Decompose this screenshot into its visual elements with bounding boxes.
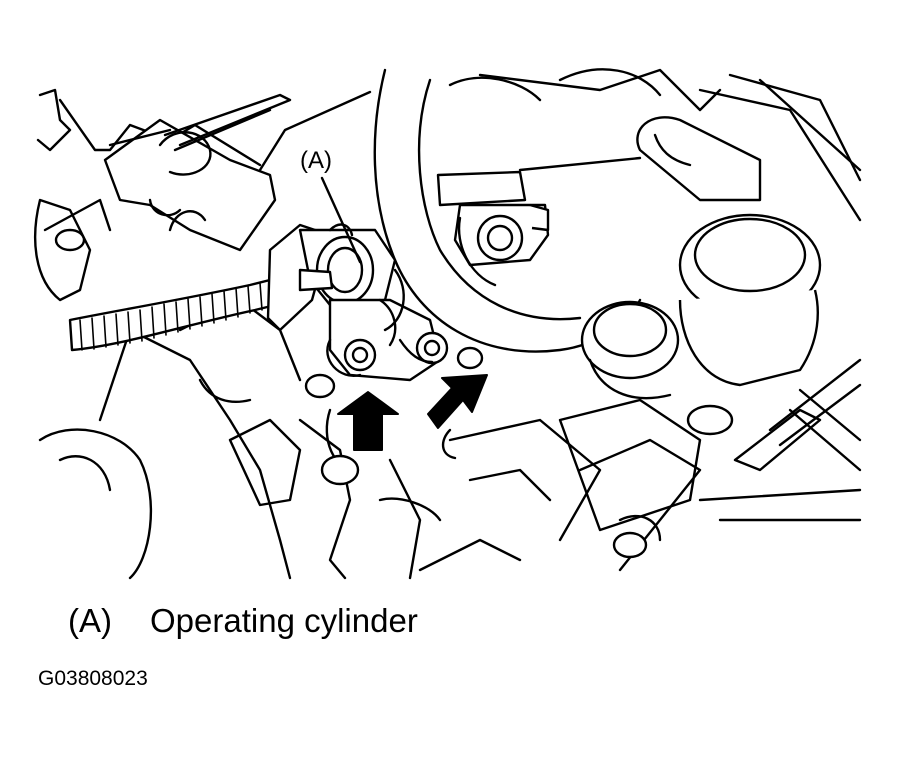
figure-code: G03808023 [38,667,148,690]
callout-a: (A) [300,147,362,264]
right-bolt-arrow [427,374,488,429]
harness-conduit [68,273,298,352]
engine-structure [34,68,862,580]
legend: (A) Operating cylinder [68,602,418,640]
legend-key: (A) [68,602,112,639]
sensor-bracket [436,156,642,287]
engine-line-drawing: (A) [34,68,862,580]
callout-label: (A) [300,147,332,174]
left-bolt-arrow [337,391,399,451]
callout-leader-line [320,176,362,264]
operating-cylinder [266,223,484,382]
legend-description: Operating cylinder [150,602,418,639]
